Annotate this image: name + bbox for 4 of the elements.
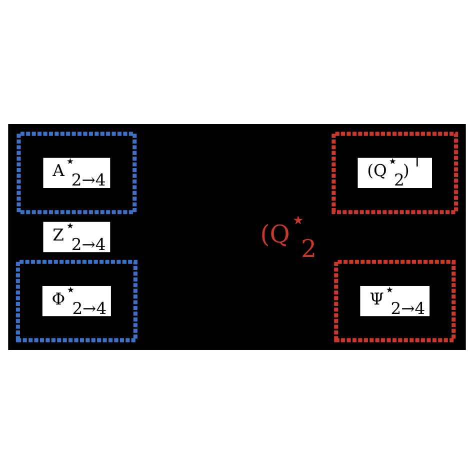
cluster: [332, 132, 458, 214]
cluster: [16, 132, 137, 214]
cluster: [334, 260, 456, 342]
cluster: [16, 260, 138, 342]
